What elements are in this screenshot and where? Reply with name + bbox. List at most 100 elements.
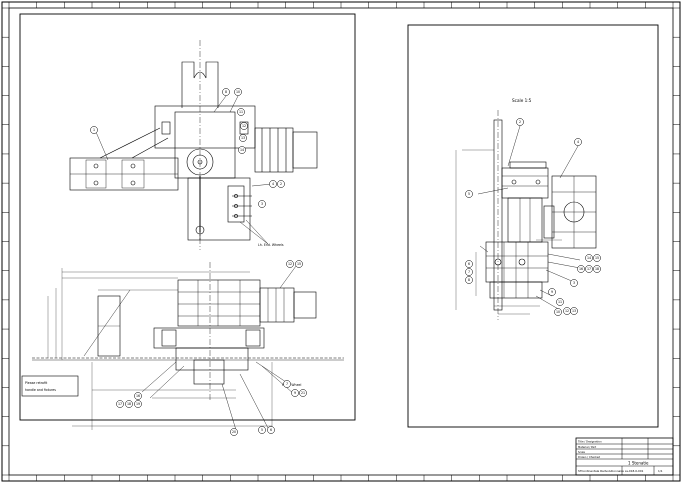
part-balloon-label: 4 xyxy=(577,140,579,144)
part-balloon: 4 xyxy=(269,180,277,188)
part-balloon-label: 19 xyxy=(136,402,140,406)
part-balloon: 5 xyxy=(465,190,473,198)
part-balloon: 17 xyxy=(585,265,593,273)
part-balloon-circle xyxy=(585,254,593,262)
part-balloon-label: 2 xyxy=(519,120,521,124)
part-balloon-label: 3 xyxy=(261,202,263,206)
part-balloon-circle xyxy=(593,265,601,273)
part-balloon-circle xyxy=(90,126,98,134)
part-balloon-label: 15 xyxy=(297,262,301,266)
part-balloon-label: 12 xyxy=(242,124,246,128)
part-balloon: 4 xyxy=(574,138,582,146)
part-balloon-circle xyxy=(516,118,524,126)
part-balloon-circle xyxy=(283,380,291,388)
title-row-2: Material / Part xyxy=(578,445,596,449)
part-balloon: 6 xyxy=(267,426,275,434)
part-balloon: 8 xyxy=(465,276,473,284)
part-balloon-label: 8 xyxy=(468,278,470,282)
part-balloon-circle xyxy=(577,265,585,273)
part-balloon: 8 xyxy=(222,88,230,96)
part-balloon-label: 5 xyxy=(261,428,263,432)
part-balloon: 7 xyxy=(283,380,291,388)
part-balloon-circle xyxy=(465,190,473,198)
part-balloon: 19 xyxy=(134,400,142,408)
part-balloon: 2 xyxy=(516,118,524,126)
part-balloon: 5 xyxy=(258,426,266,434)
part-balloon: 7 xyxy=(465,268,473,276)
part-balloon-label: 18 xyxy=(127,402,131,406)
part-balloon-label: 5 xyxy=(468,192,470,196)
note-box-line-1: Please retrofit xyxy=(25,381,48,385)
part-balloon-label: 7 xyxy=(468,270,470,274)
part-balloon-label: 4 xyxy=(272,182,274,186)
part-balloon-circle xyxy=(258,200,266,208)
part-balloon-label: 3 xyxy=(573,281,575,285)
part-balloon-label: 10 xyxy=(236,90,240,94)
part-balloon-circle xyxy=(240,122,248,130)
part-balloon-label: 7 xyxy=(286,382,288,386)
front-view xyxy=(21,262,344,431)
company-name: STContinentale Radvolutionnaire xyxy=(578,469,624,473)
part-balloon: 15 xyxy=(593,254,601,262)
part-balloon-circle xyxy=(593,254,601,262)
part-balloon: 10 xyxy=(234,88,242,96)
part-balloon: 6 xyxy=(465,260,473,268)
right-drawing-frame xyxy=(407,24,659,428)
side-view xyxy=(455,110,597,320)
part-balloon-circle xyxy=(269,180,277,188)
part-balloon-label: 2 xyxy=(280,182,282,186)
part-balloon-circle xyxy=(116,400,124,408)
part-balloon-label: 17 xyxy=(587,267,591,271)
drawing-title: 1 Stenatie xyxy=(628,461,649,466)
part-balloon-circle xyxy=(277,180,285,188)
part-balloon-circle xyxy=(554,308,562,316)
part-balloon-circle xyxy=(125,400,133,408)
part-balloon-label: 17 xyxy=(118,402,122,406)
part-balloon: 10 xyxy=(554,308,562,316)
part-balloon-label: 11 xyxy=(558,300,562,304)
part-balloon-circle xyxy=(465,260,473,268)
note-box-line-2: handle and fixtures xyxy=(25,388,56,392)
part-balloon-label: 9 xyxy=(551,290,553,294)
part-balloon-circle xyxy=(585,265,593,273)
part-balloon-label: 8 xyxy=(225,90,227,94)
part-balloon-circle xyxy=(570,307,578,315)
part-balloon: 12 xyxy=(240,122,248,130)
part-balloon-circle xyxy=(570,279,578,287)
part-balloon-label: 1 xyxy=(93,128,95,132)
part-balloon-label: 15 xyxy=(595,256,599,260)
part-balloon: 2 xyxy=(277,180,285,188)
part-balloon-label: 6 xyxy=(468,262,470,266)
part-balloon-circle xyxy=(239,134,247,142)
part-balloon: 17 xyxy=(116,400,124,408)
part-balloon-circle xyxy=(548,288,556,296)
part-balloon: 1 xyxy=(90,126,98,134)
part-balloon-label: 12 xyxy=(565,309,569,313)
part-balloon: 18 xyxy=(593,265,601,273)
part-balloon: 14 xyxy=(585,254,593,262)
part-balloon-label: 20 xyxy=(232,430,236,434)
title-row-1: Title / Designation xyxy=(578,440,602,444)
part-balloon: 11 xyxy=(556,298,564,306)
part-balloon-label: 13 xyxy=(241,136,245,140)
part-balloon: 13 xyxy=(570,307,578,315)
part-balloon: 13 xyxy=(239,134,247,142)
part-balloon-label: 18 xyxy=(595,267,599,271)
part-balloon: 21 xyxy=(299,389,307,397)
part-balloon-circle xyxy=(574,138,582,146)
part-balloon-label: 10 xyxy=(556,310,560,314)
part-balloon-label: 16 xyxy=(136,394,140,398)
left-drawing-frame xyxy=(19,13,356,421)
part-balloon-label: 13 xyxy=(572,309,576,313)
part-balloon-circle xyxy=(230,428,238,436)
part-balloon-circle xyxy=(291,389,299,397)
part-balloon-circle xyxy=(237,108,245,116)
part-balloon: 15 xyxy=(295,260,303,268)
part-balloon: 14 xyxy=(238,146,246,154)
part-balloon-circle xyxy=(134,400,142,408)
part-balloon: 12 xyxy=(563,307,571,315)
part-balloon-circle xyxy=(134,392,142,400)
title-row-3: Scale xyxy=(578,450,585,454)
part-balloon: 18 xyxy=(125,400,133,408)
